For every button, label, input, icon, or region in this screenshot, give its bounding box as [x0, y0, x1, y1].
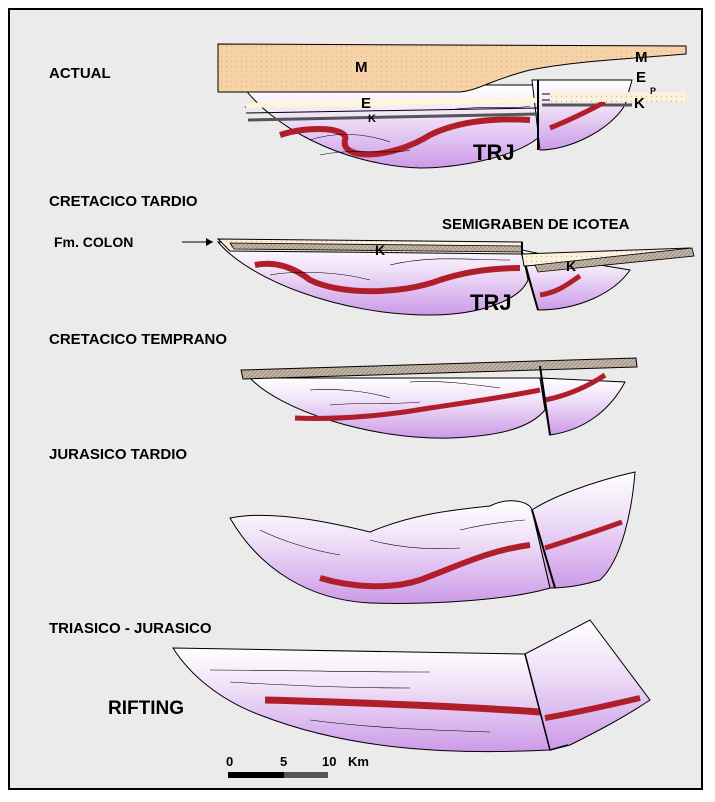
figure-frame: M E K M E K P TRJ K K TRJ	[8, 8, 703, 790]
fm-colon-label: Fm. COLON	[54, 234, 133, 250]
section-jurasico-tardio	[230, 472, 635, 603]
scale-unit: Km	[348, 754, 369, 769]
label-k-tardio-right: K	[566, 258, 576, 274]
rifting-label: RIFTING	[108, 698, 184, 720]
label-m: M	[355, 59, 368, 76]
scale-seg-1	[228, 772, 284, 778]
label-e-right: E	[636, 69, 646, 86]
section-cretacico-temprano	[241, 358, 637, 438]
scale-tick-0: 0	[226, 754, 233, 769]
section-actual: M E K M E K P TRJ	[218, 44, 686, 168]
label-p-right: P	[650, 86, 656, 96]
scale-tick-5: 5	[280, 754, 287, 769]
section-triasico-jurasico	[173, 620, 650, 752]
scale-seg-2	[284, 772, 328, 778]
stage-label-jurasico-tardio: JURASICO TARDIO	[49, 446, 187, 463]
label-trj-tardio: TRJ	[470, 290, 512, 315]
cross-section-art: M E K M E K P TRJ K K TRJ	[10, 10, 705, 792]
semigraben-label: SEMIGRABEN DE ICOTEA	[442, 216, 630, 233]
stage-label-triasico-jurasico: TRIASICO - JURASICO	[49, 620, 212, 637]
stage-label-cretacico-temprano: CRETACICO TEMPRANO	[49, 331, 227, 348]
scale-tick-10: 10	[322, 754, 336, 769]
label-trj: TRJ	[473, 140, 515, 165]
label-e: E	[361, 95, 371, 112]
scale-bar	[228, 772, 328, 778]
section-cretacico-tardio: K K TRJ	[182, 238, 694, 315]
label-m-right: M	[635, 49, 648, 66]
label-k: K	[368, 113, 376, 125]
stage-label-cretacico-tardio: CRETACICO TARDIO	[49, 193, 198, 210]
stage-label-actual: ACTUAL	[49, 65, 111, 82]
label-k-right: K	[634, 95, 645, 112]
label-k-tardio: K	[375, 242, 385, 258]
